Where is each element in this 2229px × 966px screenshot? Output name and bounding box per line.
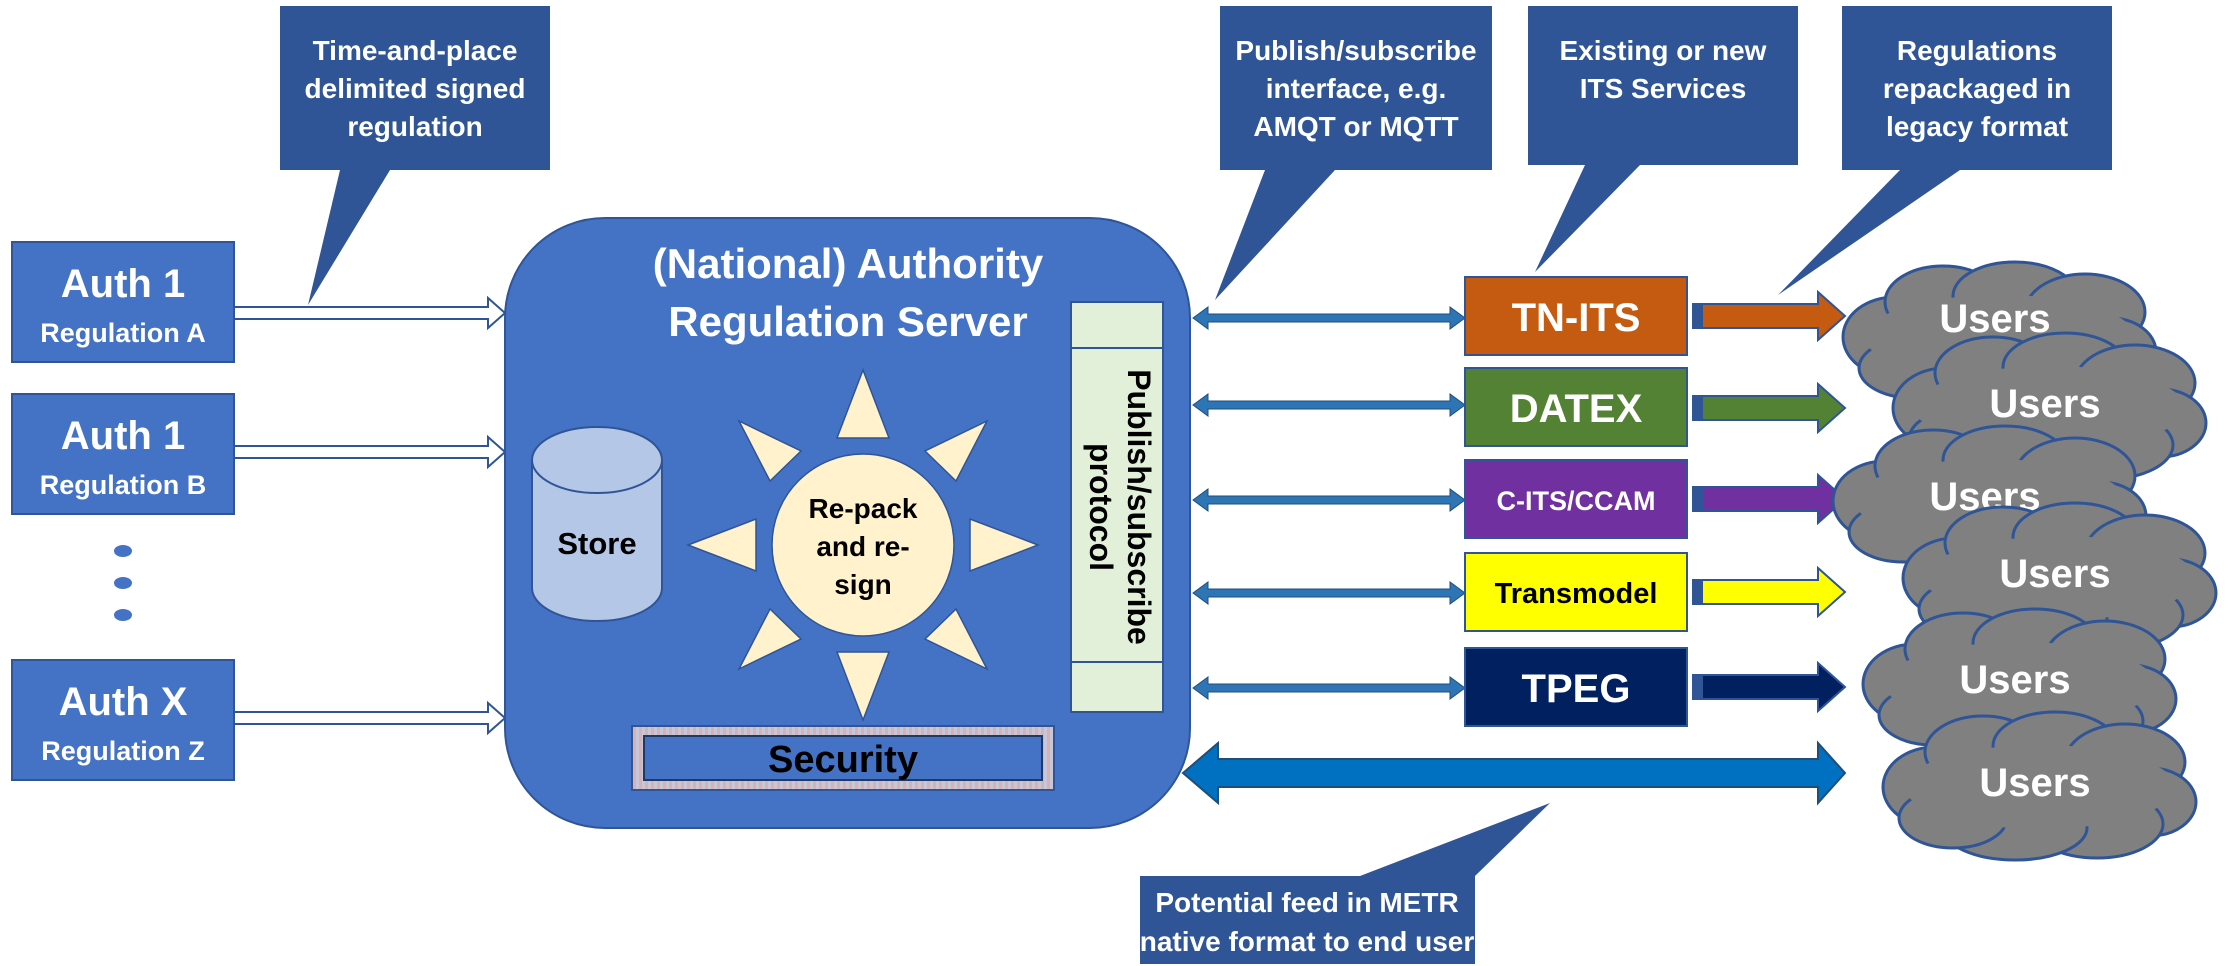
svg-text:Publish/subscribe: Publish/subscribe: [1121, 369, 1157, 645]
svg-text:Auth X: Auth X: [59, 680, 188, 724]
svg-text:Re-pack: Re-pack: [809, 493, 918, 524]
source-auth-1-regulation-a: Auth 1 Regulation A: [11, 241, 235, 363]
svg-text:TN-ITS: TN-ITS: [1512, 296, 1641, 340]
svg-text:DATEX: DATEX: [1510, 387, 1643, 431]
pubsub-protocol-bar: Publish/subscribe protocol: [1070, 301, 1164, 713]
service-transmodel: Transmodel: [1464, 552, 1688, 632]
source-auth-x-regulation-z: Auth X Regulation Z: [11, 659, 235, 781]
svg-text:Store: Store: [557, 526, 636, 561]
service-tpeg: TPEG: [1464, 647, 1688, 727]
pubsub-arrows: [1192, 306, 1466, 700]
svg-text:Security: Security: [768, 739, 918, 781]
server-title-line2: Regulation Server: [668, 298, 1027, 345]
security-bar: Security: [631, 725, 1055, 791]
svg-text:AMQT or MQTT: AMQT or MQTT: [1253, 111, 1458, 142]
repack-resign-sun-icon: [685, 367, 1041, 723]
svg-text:Time-and-place: Time-and-place: [313, 35, 518, 66]
svg-text:C-ITS/CCAM: C-ITS/CCAM: [1497, 486, 1656, 516]
svg-text:Users: Users: [1979, 761, 2090, 805]
svg-text:Users: Users: [1999, 552, 2110, 596]
ellipsis-dots: [114, 545, 132, 621]
svg-text:sign: sign: [834, 569, 892, 600]
svg-text:Potential feed in METR: Potential feed in METR: [1155, 887, 1458, 918]
repack-label: Re-pack and re- sign: [809, 493, 918, 600]
svg-text:Users: Users: [1939, 297, 2050, 341]
svg-text:Existing or new: Existing or new: [1560, 35, 1767, 66]
svg-text:interface, e.g.: interface, e.g.: [1266, 73, 1447, 104]
svg-text:regulation: regulation: [347, 111, 482, 142]
svg-text:Publish/subscribe: Publish/subscribe: [1235, 35, 1476, 66]
callout-legacy-format: Regulations repackaged in legacy format: [1778, 6, 2112, 295]
svg-text:protocol: protocol: [1083, 443, 1119, 571]
svg-text:Regulation B: Regulation B: [40, 470, 207, 500]
service-tn-its: TN-ITS: [1464, 276, 1688, 356]
svg-text:Transmodel: Transmodel: [1495, 578, 1658, 610]
input-arrows: [233, 295, 507, 736]
svg-text:repackaged in: repackaged in: [1883, 73, 2071, 104]
callout-signed-regulation: Time-and-place delimited signed regulati…: [280, 6, 550, 305]
callout-metr-feed: Potential feed in METR native format to …: [1140, 803, 1550, 964]
svg-text:Regulation A: Regulation A: [40, 318, 206, 348]
service-c-its-ccam: C-ITS/CCAM: [1464, 459, 1688, 539]
source-auth-1-regulation-b: Auth 1 Regulation B: [11, 393, 235, 515]
svg-text:native format to end user: native format to end user: [1140, 926, 1475, 957]
svg-text:Auth 1: Auth 1: [61, 262, 185, 306]
users-cloud-6: Users: [1881, 710, 2198, 862]
svg-text:and re-: and re-: [816, 531, 909, 562]
callout-pubsub-interface: Publish/subscribe interface, e.g. AMQT o…: [1215, 6, 1492, 300]
server-title-line1: (National) Authority: [653, 240, 1044, 287]
callout-its-services: Existing or new ITS Services: [1528, 6, 1798, 272]
svg-text:Users: Users: [1989, 382, 2100, 426]
output-arrows: [1692, 289, 1847, 714]
svg-text:Users: Users: [1959, 658, 2070, 702]
svg-text:legacy format: legacy format: [1886, 111, 2068, 142]
svg-text:Regulation Z: Regulation Z: [41, 736, 205, 766]
svg-text:ITS Services: ITS Services: [1580, 73, 1747, 104]
svg-text:Auth 1: Auth 1: [61, 414, 185, 458]
svg-text:TPEG: TPEG: [1522, 667, 1631, 711]
store-database-icon: Store: [531, 426, 663, 622]
service-datex: DATEX: [1464, 367, 1688, 447]
metr-feed-arrow: [1181, 740, 1847, 806]
svg-text:delimited signed: delimited signed: [305, 73, 526, 104]
svg-text:Regulations: Regulations: [1897, 35, 2057, 66]
